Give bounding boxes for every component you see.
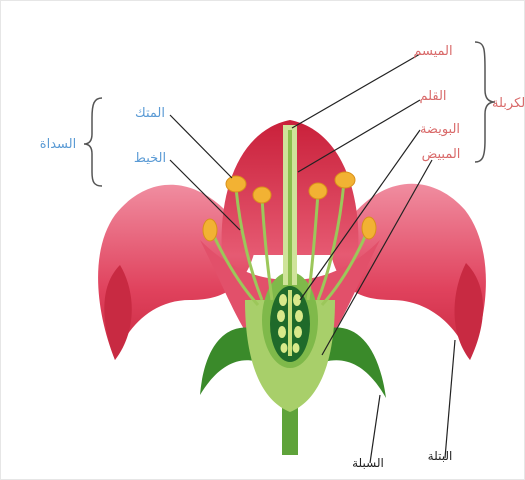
stamen-brace xyxy=(84,98,102,186)
label-stamen: السداة xyxy=(40,137,76,152)
label-ovule: البويضة xyxy=(420,122,460,137)
label-anther: المتك xyxy=(135,106,165,121)
label-style: القلم xyxy=(419,89,446,104)
label-carpel: الكربلة xyxy=(492,96,525,111)
label-stigma: الميسم xyxy=(413,44,452,59)
label-petal: البتلة xyxy=(428,449,453,463)
style-inner xyxy=(288,130,292,285)
label-ovary: المبيض xyxy=(422,147,461,162)
label-filament: الخيط xyxy=(134,151,166,166)
label-sepal: السبلة xyxy=(352,456,384,470)
